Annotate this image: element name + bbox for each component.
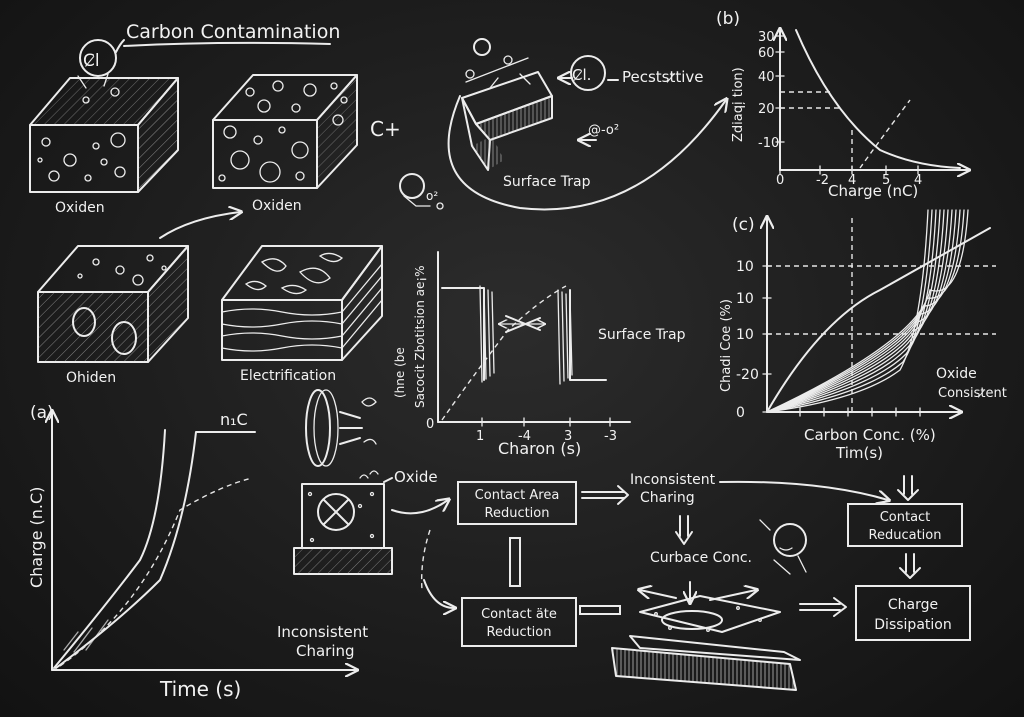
surface-trap-sketch: C̷l. Pecstst̷tive Surface Trap @-o² o²: [399, 38, 726, 211]
contact-area-line1: Contact Area: [475, 488, 560, 503]
panel-a-ylabel: Charge (n.C): [27, 487, 46, 588]
panel-b-ytick: 60: [758, 46, 775, 61]
top-bubble-text: C̷l.: [572, 66, 591, 84]
panel-c-xlabel2: Tim(s): [835, 444, 883, 462]
panel-b-xtick: 5: [882, 173, 890, 188]
panel-c-ytick: -20: [736, 367, 759, 383]
inconsistent-line1: Inconsistent: [630, 472, 716, 488]
panel-b-ytick: 40: [758, 70, 775, 85]
panel-c-ytick: 10: [736, 291, 754, 307]
charge-dissipation-line1: Charge: [888, 597, 938, 613]
panel-a-tag: (a): [30, 403, 54, 423]
contact-reducation-box: Contact Reducation: [847, 503, 963, 547]
panel-b-ylabel: Zdiaqi̦ tion): [731, 67, 746, 142]
panel-c-fan-curve: [766, 209, 949, 413]
connector-bar: [509, 537, 521, 587]
block-oxiden-1: Oxiden: [29, 77, 179, 216]
panel-c-fan-curve: [766, 209, 941, 413]
surface-trap-label-top: Surface Trap: [503, 174, 591, 190]
disc-sketch: [305, 389, 377, 467]
block-electrification: Electrification: [221, 245, 383, 384]
block2-label: Oxiden: [252, 198, 302, 214]
panel-b-ytick: 20: [758, 102, 775, 117]
panel-b-xtick: 4: [914, 173, 922, 188]
panel-c-xlabel: Carbon Conc. (%): [804, 426, 936, 444]
panel-c-ytick: 10: [736, 327, 754, 343]
carbon-ion-symbol: C+: [370, 117, 401, 141]
contact-ate-line2: Reduction: [487, 625, 552, 640]
carbon-contamination-title: Carbon Contamination C̷l: [77, 21, 340, 89]
panel-c-ytick: 10: [736, 259, 754, 275]
panel-a-chart: (a) n₁C Charge (n.C) Time (s) Inconsiste…: [27, 403, 368, 701]
panel-b-xtick: -2: [816, 173, 829, 188]
contact-ate-line1: Contact äte: [481, 607, 557, 622]
panel-a-curve-2: [55, 431, 256, 669]
middle-chart-ylabel2: Sacocit Zbotitsion ae¡%: [413, 265, 427, 408]
panel-c-fan-curve: [766, 209, 961, 413]
contact-area-reduction-box: Contact Area Reduction: [457, 481, 577, 525]
block-ohiden: Ohiden: [37, 245, 189, 386]
surface-trap-label-mid: Surface Trap: [598, 327, 686, 343]
small-molecule-1: @-o²: [588, 123, 619, 138]
curved-arrow-block3: [159, 212, 240, 239]
charge-dissipation-line2: Dissipation: [874, 617, 951, 633]
panel-c-ytick: 0: [736, 405, 745, 421]
panel-c-fan-curve: [766, 209, 953, 413]
panel-c-fan-curve: [766, 209, 933, 413]
middle-chart-xtick: 3: [564, 429, 572, 444]
panel-b-curve: [795, 29, 961, 169]
contact-ate-reduction-box: Contact äte Reduction: [461, 597, 577, 647]
contact-reducation-line1: Contact: [880, 510, 931, 525]
surface-trap-curve: [447, 95, 726, 211]
flow-diagram: Contact Area Reduction Contact äte Reduc…: [391, 472, 971, 691]
oxide-cell: Oxide: [293, 468, 438, 575]
bubble1-text: C̷l: [83, 51, 100, 71]
panel-c-main-curve: [766, 227, 991, 413]
panel-a-xlabel: Time (s): [159, 677, 241, 701]
block3-label: Ohiden: [66, 370, 116, 386]
persistent-label: Pecstst̷tive: [622, 68, 704, 86]
contact-reducation-line2: Reducation: [869, 528, 942, 543]
middle-chart-xlabel: Charon (s): [498, 439, 581, 458]
panel-c-label-oxide: Oxide: [936, 366, 977, 382]
panel-c-label-consistent: Consist̷ent: [938, 386, 1007, 401]
oxide-label: Oxide: [394, 468, 438, 486]
panel-a-curve-label: n₁C: [220, 410, 248, 429]
block-oxiden-2: Oxiden C+: [212, 74, 401, 214]
panel-c-fan-curve: [766, 209, 929, 413]
charge-dissipation-box: Charge Dissipation: [855, 585, 971, 641]
curbace-label: Curbace Conc.: [650, 550, 752, 566]
block1-label: Oxiden: [55, 200, 105, 216]
panel-c-ylabel: Chadi Coe (%): [719, 299, 734, 392]
middle-chart-xtick: -4: [518, 429, 531, 444]
plate-sketch: [611, 581, 801, 691]
title-text: Carbon Contamination: [126, 21, 340, 43]
panel-b-xtick: 4: [848, 173, 856, 188]
panel-b-tag: (b): [716, 9, 740, 29]
panel-b-xlabel: Charge (nC): [828, 182, 918, 200]
contact-area-line2: Reduction: [485, 506, 550, 521]
block4-label: Electrification: [240, 368, 336, 384]
panel-a-curve-1: [53, 429, 166, 669]
panel-a-note-1: Inconsistent: [277, 623, 368, 641]
panel-c-chart: (c) 10 10 10 -20 0 Chadi Coe (%) Oxide Consi…: [719, 209, 1007, 462]
panel-c-fan-curve: [766, 209, 969, 413]
panel-a-note-2: Charing: [296, 642, 355, 660]
small-molecule-2: o²: [426, 189, 438, 203]
middle-chart-xtick: 1: [476, 429, 484, 444]
panel-b-ytick: 30: [758, 30, 775, 45]
panel-c-tag: (c): [732, 215, 755, 235]
inconsistent-line2: Charing: [640, 490, 695, 506]
middle-chart-ylabel1: (hne (be: [393, 347, 407, 398]
panel-b-xtick: 0: [776, 173, 784, 188]
middle-chart-xtick: -3: [604, 429, 617, 444]
panel-c-fan-curve: [766, 209, 937, 413]
panel-b-ytick: -10: [758, 136, 779, 151]
panel-c-fan-curve: [766, 209, 945, 413]
middle-chart-zero: 0: [426, 417, 434, 432]
middle-chart: 1 -4 3 -3 0 (hne (be Sacocit Zbotitsion ae¡…: [393, 251, 686, 458]
